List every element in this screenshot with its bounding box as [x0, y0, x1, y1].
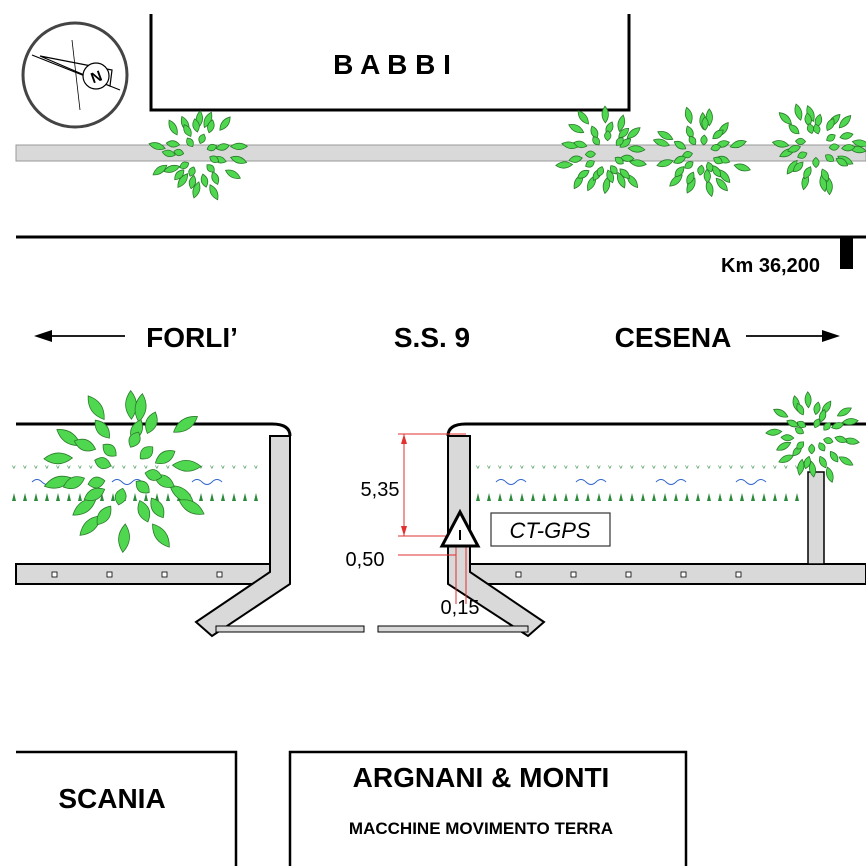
- tree-icon: [652, 106, 751, 198]
- svg-text:ᵛ: ᵛ: [199, 464, 203, 475]
- svg-text:ᵛ: ᵛ: [520, 464, 524, 475]
- svg-text:ᵛ: ᵛ: [641, 464, 645, 475]
- curb-line-left: [215, 625, 365, 633]
- svg-text:ᵛ: ᵛ: [155, 464, 159, 475]
- svg-text:ᵛ: ᵛ: [34, 464, 38, 475]
- svg-text:ᵛ: ᵛ: [254, 464, 258, 475]
- svg-text:ᵛ: ᵛ: [111, 464, 115, 475]
- svg-text:ᵛ: ᵛ: [619, 464, 623, 475]
- building-babbi: B A B B I: [149, 14, 631, 112]
- svg-text:ᵛ: ᵛ: [784, 464, 788, 475]
- direction-cesena: CESENA: [615, 322, 840, 353]
- svg-text:ᵛ: ᵛ: [531, 464, 535, 475]
- svg-text:ᵛ: ᵛ: [23, 464, 27, 475]
- svg-text:ᵛ: ᵛ: [509, 464, 513, 475]
- compass: N: [21, 21, 129, 129]
- arrow-left-icon: [34, 330, 52, 342]
- svg-text:ᵛ: ᵛ: [553, 464, 557, 475]
- building-argnani-subtitle: MACCHINE MOVIMENTO TERRA: [349, 819, 613, 838]
- svg-text:ᵛ: ᵛ: [67, 464, 71, 475]
- building-argnani: ARGNANI & MONTI MACCHINE MOVIMENTO TERRA: [288, 750, 688, 866]
- building-scania-label: SCANIA: [58, 783, 165, 814]
- svg-text:ᵛ: ᵛ: [663, 464, 667, 475]
- dimension-base: 0,15: [441, 597, 480, 619]
- sign-label: CT-GPS: [509, 518, 590, 543]
- svg-text:ᵛ: ᵛ: [773, 464, 777, 475]
- direction-forli: FORLI’: [34, 322, 238, 353]
- svg-text:ᵛ: ᵛ: [144, 464, 148, 475]
- svg-text:ᵛ: ᵛ: [696, 464, 700, 475]
- svg-text:ᵛ: ᵛ: [795, 464, 799, 475]
- km-marker-post: [840, 237, 853, 269]
- svg-text:ᵛ: ᵛ: [597, 464, 601, 475]
- svg-text:ᵛ: ᵛ: [707, 464, 711, 475]
- tree-icon: [771, 103, 866, 196]
- trees-bottom: [43, 390, 860, 554]
- svg-text:ᵛ: ᵛ: [133, 464, 137, 475]
- arrow-right-icon: [822, 330, 840, 342]
- svg-text:ᵛ: ᵛ: [221, 464, 225, 475]
- tree-icon: [765, 391, 860, 483]
- sidewalk-top: [15, 144, 866, 162]
- direction-left-label: FORLI’: [146, 322, 238, 353]
- svg-text:ᵛ: ᵛ: [89, 464, 93, 475]
- svg-text:ᵛ: ᵛ: [586, 464, 590, 475]
- svg-text:ᵛ: ᵛ: [476, 464, 480, 475]
- svg-text:ᵛ: ᵛ: [608, 464, 612, 475]
- svg-text:ᵛ: ᵛ: [56, 464, 60, 475]
- svg-text:ᵛ: ᵛ: [166, 464, 170, 475]
- svg-text:ᵛ: ᵛ: [630, 464, 634, 475]
- svg-text:ᵛ: ᵛ: [575, 464, 579, 475]
- north-arrow-icon: N: [31, 39, 121, 111]
- svg-text:ᵛ: ᵛ: [78, 464, 82, 475]
- dimension-offset: 0,50: [346, 549, 385, 571]
- tree-support-post: [807, 471, 825, 565]
- svg-text:ᵛ: ᵛ: [498, 464, 502, 475]
- svg-text:ᵛ: ᵛ: [12, 464, 16, 475]
- building-argnani-title: ARGNANI & MONTI: [353, 762, 610, 793]
- svg-text:ᵛ: ᵛ: [751, 464, 755, 475]
- km-marker-label: Km 36,200: [721, 255, 820, 277]
- svg-text:ᵛ: ᵛ: [652, 464, 656, 475]
- svg-text:ᵛ: ᵛ: [487, 464, 491, 475]
- warning-triangle-icon: [439, 508, 481, 548]
- tree-icon: [555, 105, 647, 195]
- dimension-height: 5,35: [361, 479, 400, 501]
- road-name: S.S. 9: [394, 322, 470, 353]
- svg-text:ᵛ: ᵛ: [762, 464, 766, 475]
- svg-text:ᵛ: ᵛ: [740, 464, 744, 475]
- tree-icon: [43, 390, 205, 554]
- svg-text:ᵛ: ᵛ: [45, 464, 49, 475]
- direction-right-label: CESENA: [615, 322, 732, 353]
- sign-label-box: CT-GPS: [490, 512, 611, 547]
- km-marker: Km 36,200: [721, 237, 853, 277]
- trees-top: [148, 103, 866, 201]
- svg-text:ᵛ: ᵛ: [542, 464, 546, 475]
- tree-icon: [148, 110, 248, 201]
- svg-text:ᵛ: ᵛ: [685, 464, 689, 475]
- svg-text:ᵛ: ᵛ: [122, 464, 126, 475]
- driveway-right-curb: [447, 435, 546, 638]
- curb-line-right: [377, 625, 529, 633]
- svg-text:ᵛ: ᵛ: [210, 464, 214, 475]
- svg-text:ᵛ: ᵛ: [232, 464, 236, 475]
- svg-text:ᵛ: ᵛ: [564, 464, 568, 475]
- building-scania: SCANIA: [16, 750, 238, 866]
- svg-text:ᵛ: ᵛ: [674, 464, 678, 475]
- svg-text:ᵛ: ᵛ: [243, 464, 247, 475]
- svg-text:ᵛ: ᵛ: [718, 464, 722, 475]
- svg-text:ᵛ: ᵛ: [729, 464, 733, 475]
- svg-text:ᵛ: ᵛ: [100, 464, 104, 475]
- driveway-left-curb: [194, 435, 291, 638]
- building-babbi-label: B A B B I: [333, 49, 451, 80]
